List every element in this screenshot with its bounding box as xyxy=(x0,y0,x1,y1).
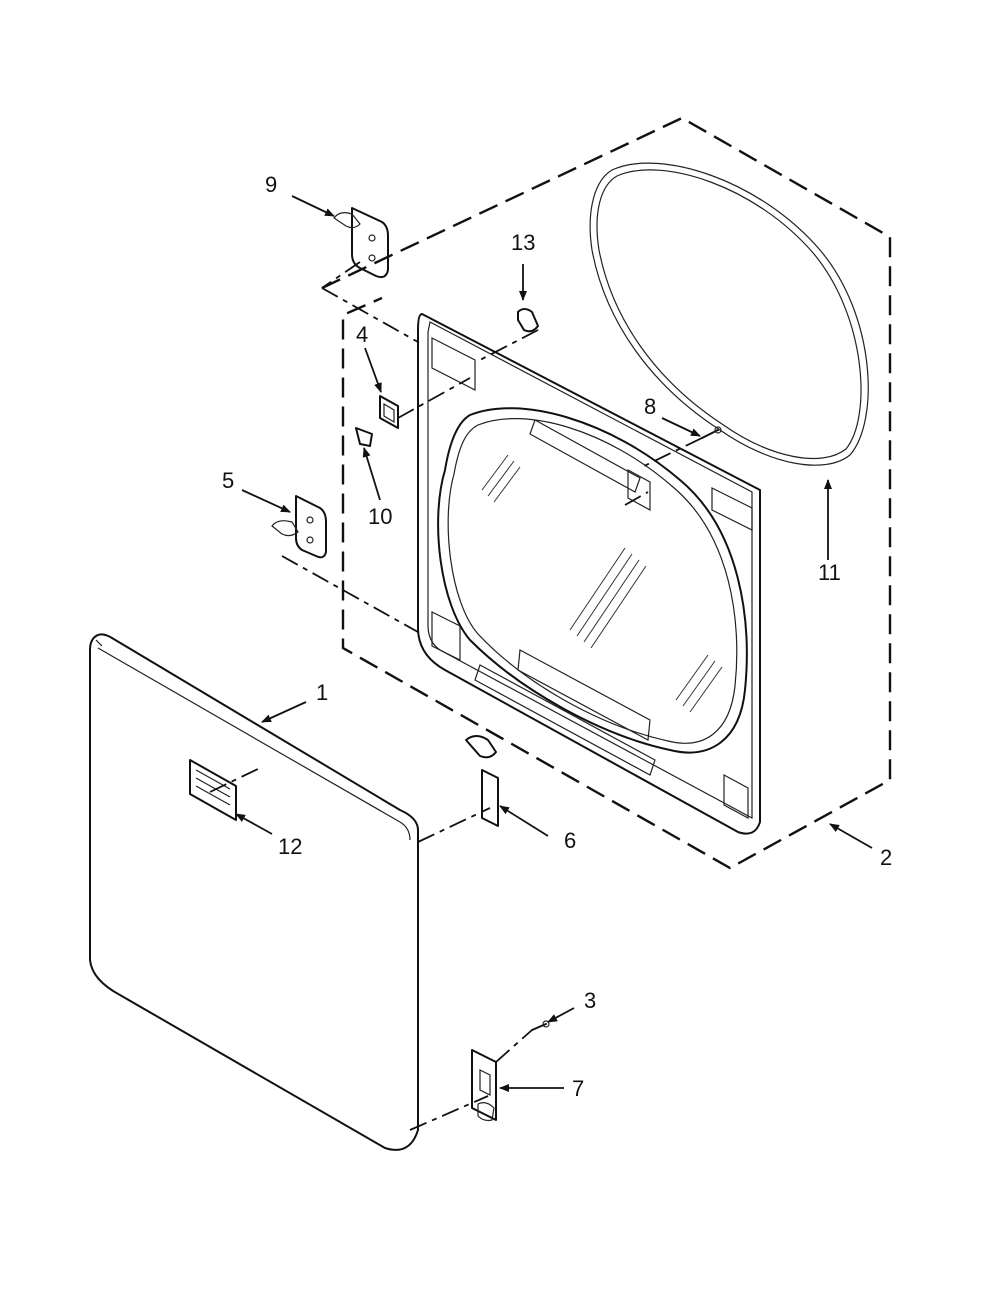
inner-door-panel xyxy=(417,313,761,835)
callout-label-1: 1 xyxy=(316,680,328,705)
callout-label-6: 6 xyxy=(564,828,576,853)
callout-labels: 1 2 3 4 5 6 7 8 9 10 11 12 13 xyxy=(222,172,892,1101)
callout-label-7: 7 xyxy=(572,1076,584,1101)
callout-label-9: 9 xyxy=(265,172,277,197)
cabinet-outline xyxy=(321,116,892,870)
door-latch xyxy=(471,1049,497,1122)
callout-label-8: 8 xyxy=(644,394,656,419)
upper-hinge xyxy=(333,207,389,279)
outer-door-panel xyxy=(89,633,419,1151)
door-strike xyxy=(379,395,399,429)
strike-clip xyxy=(355,427,373,447)
callout-label-4: 4 xyxy=(356,322,368,347)
seal-screw xyxy=(701,426,722,439)
latch-screw xyxy=(531,1020,550,1031)
callout-label-10: 10 xyxy=(368,504,392,529)
callout-arrows xyxy=(235,195,873,1092)
callout-label-11: 11 xyxy=(818,560,841,585)
top-clip xyxy=(517,308,539,333)
callout-label-2: 2 xyxy=(880,845,892,870)
door-seal xyxy=(589,162,869,466)
assembly-leaders xyxy=(209,261,703,1131)
callout-label-12: 12 xyxy=(278,834,302,859)
callout-label-3: 3 xyxy=(584,988,596,1013)
callout-label-13: 13 xyxy=(511,230,535,255)
callout-label-5: 5 xyxy=(222,468,234,493)
lower-hinge xyxy=(271,495,327,559)
latch-bracket xyxy=(465,735,499,827)
